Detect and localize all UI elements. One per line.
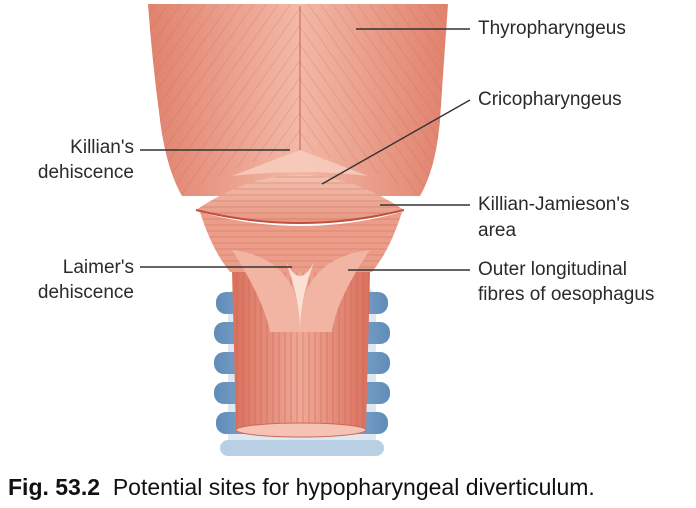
cricopharyngeus-muscle: [195, 175, 405, 224]
label-killians-line1: Killian's: [70, 137, 134, 158]
label-laimers-line2: dehiscence: [37, 282, 134, 303]
caption-text: Potential sites for hypopharyngeal diver…: [112, 474, 595, 500]
label-killian-jamieson-line2: area: [478, 220, 517, 241]
label-laimers-line1: Laimer's: [62, 257, 134, 278]
laimers-region: [200, 212, 402, 332]
leader-cricopharyngeus: [321, 99, 471, 185]
pharynx-illustration: [140, 4, 471, 456]
leader-lines: [140, 28, 471, 271]
label-outer-fibres-line1: Outer longitudinal: [478, 259, 627, 280]
label-cricopharyngeus: Cricopharyngeus: [478, 89, 622, 110]
figure-number: Fig. 53.2: [8, 474, 101, 500]
killians-dehiscence-area: [232, 150, 368, 176]
label-killian-jamieson-line1: Killian-Jamieson's: [478, 194, 630, 215]
label-killians-line2: dehiscence: [37, 162, 134, 183]
thyropharyngeus-muscle: [148, 4, 448, 196]
figure-caption: Fig. 53.2 Potential sites for hypopharyn…: [8, 474, 595, 501]
label-thyropharyngeus: Thyropharyngeus: [478, 18, 626, 39]
label-outer-fibres-line2: fibres of oesophagus: [478, 284, 655, 305]
